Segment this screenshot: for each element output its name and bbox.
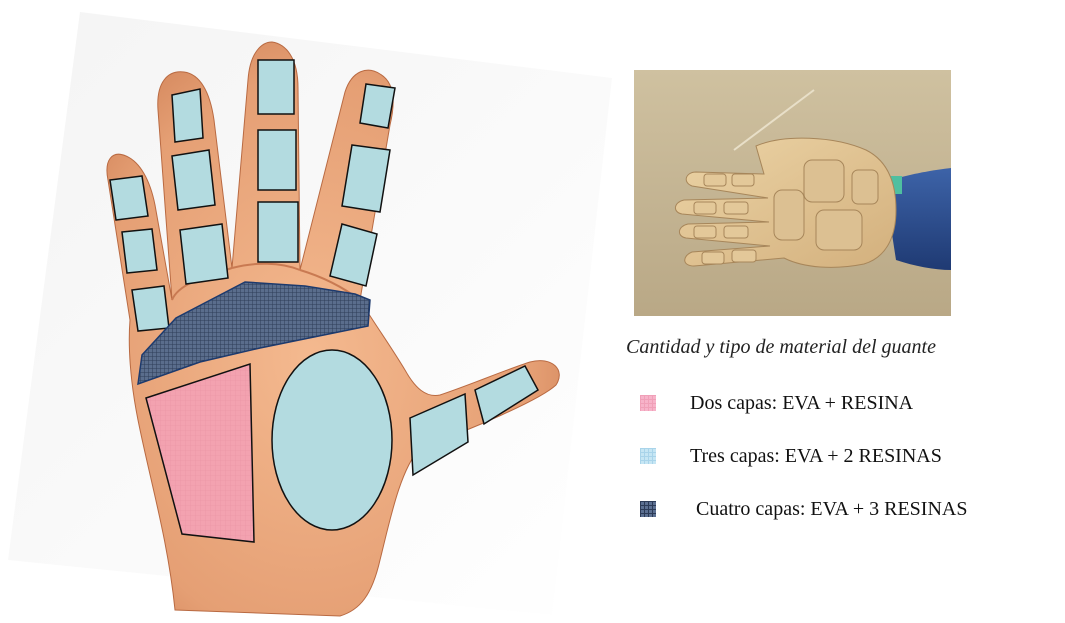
glove-pad — [816, 210, 862, 250]
swatch-two-layers — [640, 395, 656, 411]
pad-middle-finger-tip — [258, 60, 294, 114]
glove-pad — [852, 170, 878, 204]
pad-ring-finger-base — [180, 224, 228, 284]
finger-pad — [732, 174, 754, 186]
legend-label: Tres capas: EVA + 2 RESINAS — [690, 445, 942, 468]
pad-middle-finger-middle — [258, 130, 296, 190]
legend-caption: Cantidad y tipo de material del guante — [626, 336, 936, 359]
finger-pad — [732, 250, 756, 262]
glove-pad — [804, 160, 844, 202]
pad-index-finger-tip — [360, 84, 395, 128]
finger-pad — [694, 226, 716, 238]
finger-pad — [702, 252, 724, 264]
pad-ring-finger-tip — [172, 89, 203, 142]
pad-little-finger-tip — [110, 176, 148, 220]
legend-label: Cuatro capas: EVA + 3 RESINAS — [696, 498, 967, 521]
pad-middle-finger-base — [258, 202, 298, 262]
finger-pad — [724, 226, 748, 238]
glove-photo — [634, 70, 951, 316]
pad-little-finger-middle — [122, 229, 157, 273]
finger-pad — [694, 202, 716, 214]
hand-padding-diagram — [0, 0, 620, 623]
legend-label: Dos capas: EVA + RESINA — [690, 392, 913, 415]
pad-little-finger-base — [132, 286, 169, 331]
swatch-three-layers — [640, 448, 656, 464]
finger-pad — [724, 202, 748, 214]
pad-palm-ellipse — [272, 350, 392, 530]
finger-pad — [704, 174, 726, 186]
swatch-four-layers — [640, 501, 656, 517]
glove-pad — [774, 190, 804, 240]
pad-ring-finger-middle — [172, 150, 215, 210]
